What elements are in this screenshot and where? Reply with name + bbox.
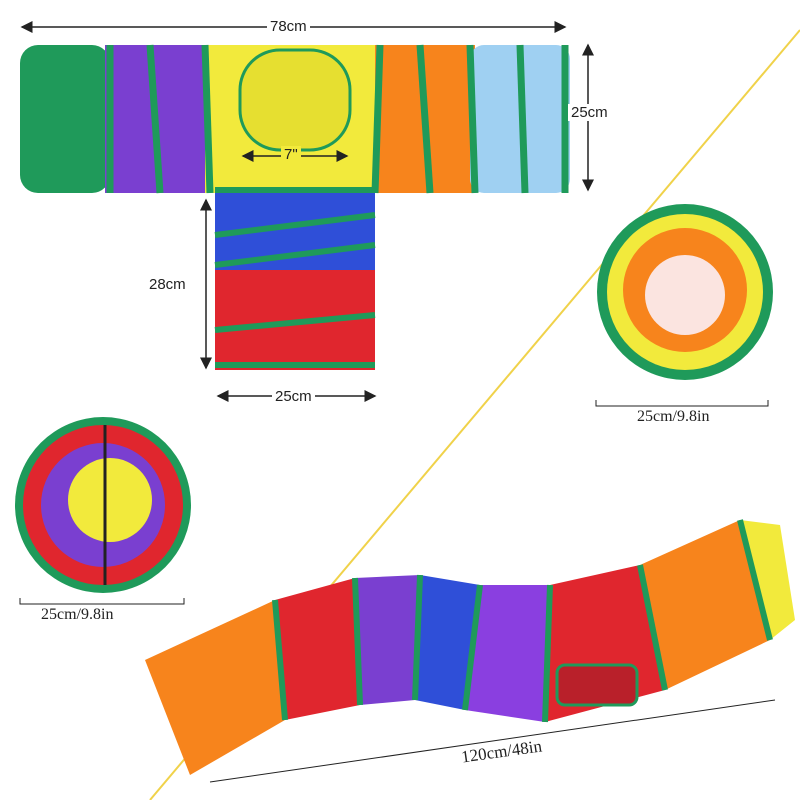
left-diameter-label: 25cm/9.8in	[38, 606, 117, 624]
s-tunnel	[145, 519, 795, 775]
t-tunnel	[20, 44, 570, 370]
hole-size-label: 7"	[281, 146, 301, 163]
t-height-label: 25cm	[568, 104, 611, 121]
front-view-right	[597, 204, 773, 380]
branch-width-label: 25cm	[272, 388, 315, 405]
right-diameter-label: 25cm/9.8in	[634, 408, 713, 426]
t-width-label: 78cm	[267, 18, 310, 35]
front-view-left	[15, 417, 191, 593]
branch-length-label: 28cm	[146, 276, 189, 293]
